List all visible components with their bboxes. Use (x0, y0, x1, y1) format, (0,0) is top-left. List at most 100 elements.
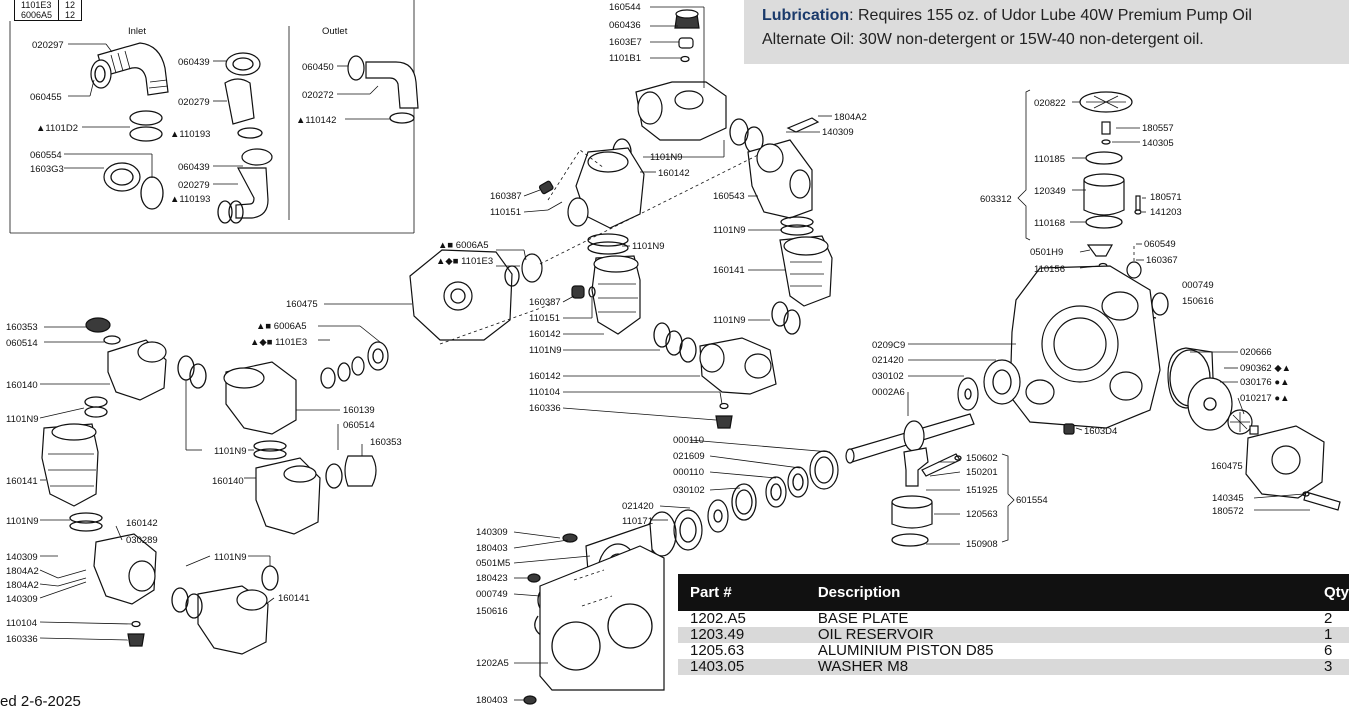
callout: 060439 (178, 57, 210, 68)
inlet-hose-1 (224, 78, 255, 125)
callout: 160353 (6, 322, 38, 333)
inlet-nut (90, 59, 112, 89)
callout: 021420 (622, 501, 654, 512)
callout: 160141 (713, 265, 745, 276)
callout: 021420 (872, 355, 904, 366)
callout: 060514 (6, 338, 38, 349)
callout: 160141 (6, 476, 38, 487)
header-description: Description (805, 574, 1312, 611)
callout: 030102 (673, 485, 705, 496)
top-manifold-assembly: 160544 060436 1603E7 1101B1 1804A2 14030… (250, 2, 867, 429)
callout: 110104 (6, 618, 37, 629)
callout: 030102 (872, 371, 904, 382)
callout: 150908 (966, 539, 998, 550)
callout: 1101N9 (214, 552, 247, 563)
base-plate (539, 545, 665, 691)
callout: 1804A2 (834, 112, 867, 123)
callout: 060436 (609, 20, 641, 31)
callout: 160336 (6, 634, 38, 645)
cell-description: BASE PLATE (805, 611, 1312, 627)
callout: 030176 ●▲ (1240, 377, 1289, 388)
callout: 021609 (673, 451, 705, 462)
table-header-row: Part # Description Qty (678, 574, 1349, 611)
callout: 150616 (1182, 296, 1214, 307)
callout: 1603E7 (609, 37, 642, 48)
lubrication-label: Lubrication (762, 7, 850, 24)
callout: 110151 (529, 313, 560, 324)
cell-part-number: 1203.49 (678, 627, 806, 643)
callout: 603312 (980, 194, 1012, 205)
callout: 060455 (30, 92, 62, 103)
callout: 1101N9 (713, 225, 746, 236)
connecting-rod (903, 447, 929, 487)
callout: 0501H9 (1030, 247, 1063, 258)
callout: 000749 (476, 589, 508, 600)
cell-qty: 2 (1311, 611, 1349, 627)
callout: 0002A6 (872, 387, 905, 398)
callout: 1101N9 (529, 345, 562, 356)
callout: 110151 (490, 207, 521, 218)
table-row: 1203.49 OIL RESERVOIR 1 (678, 627, 1349, 643)
callout: 160387 (490, 191, 522, 202)
callout: 160353 (370, 437, 402, 448)
callout: 110104 (529, 387, 560, 398)
inlet-outlet-inset: Inlet Outlet (9, 0, 419, 234)
callout: 140309 (6, 594, 38, 605)
cell-qty: 3 (1311, 659, 1349, 675)
callout: ▲110193 (170, 194, 210, 205)
inlet-cap (103, 162, 141, 192)
kit-qty: 12 (65, 0, 76, 10)
header-part-number: Part # (678, 574, 806, 611)
callout: 0209C9 (872, 340, 905, 351)
bolt-180572 (1303, 491, 1341, 511)
callout: 060549 (1144, 239, 1176, 250)
callout: 140309 (476, 527, 508, 538)
lubrication-text: : Requires 155 oz. of Udor Lube 40W Prem… (849, 7, 1252, 24)
callout: 020297 (32, 40, 64, 51)
callout: 140309 (6, 552, 38, 563)
callout: 0501M5 (476, 558, 510, 569)
cell-description: WASHER M8 (805, 659, 1312, 675)
callout: 1101N9 (650, 152, 683, 163)
kit-part: 1101E3 (14, 0, 60, 10)
table-row: 1101E3 12 (14, 0, 82, 10)
callout: 1101N9 (6, 414, 39, 425)
callout: 000110 (673, 435, 704, 446)
inlet-nut-3 (241, 148, 273, 166)
callout: 060514 (343, 420, 375, 431)
callout: 180571 (1150, 192, 1182, 203)
callout: 160336 (529, 403, 561, 414)
callout: 180403 (476, 695, 508, 706)
table-row: 1403.05 WASHER M8 3 (678, 659, 1349, 675)
callout: 160544 (609, 2, 641, 13)
callout: 060450 (302, 62, 334, 73)
callout: 120349 (1034, 186, 1066, 197)
callout: ▲◆■ 1101E3 (436, 256, 493, 267)
callout: 160475 (286, 299, 318, 310)
callout: ▲■ 6006A5 (438, 240, 489, 251)
callout: 090362 ◆▲ (1240, 363, 1291, 374)
callout: 160142 (126, 518, 158, 529)
callout: 160142 (529, 371, 561, 382)
cell-description: OIL RESERVOIR (805, 627, 1312, 643)
kit-quantity-table: 1101E3 12 6006A5 12 (14, 0, 83, 21)
callout: 180423 (476, 573, 508, 584)
revision-date: ed 2-6-2025 (0, 693, 81, 710)
left-manifold-assembly: 160353 060514 160140 1101N9 160141 1101N… (6, 317, 402, 655)
lubrication-line: Lubrication: Requires 155 oz. of Udor Lu… (762, 6, 1252, 26)
lubrication-banner (744, 0, 1349, 64)
callout: ▲◆■ 1101E3 (250, 337, 307, 348)
cell-part-number: 1205.63 (678, 643, 806, 659)
outlet-elbow (365, 61, 419, 109)
callout: 020822 (1034, 98, 1066, 109)
outlet-label: Outlet (322, 26, 348, 37)
callout: 1101N9 (214, 446, 247, 457)
callout: 020279 (178, 97, 210, 108)
callout: 110171 (622, 516, 653, 527)
callout: 010217 ●▲ (1240, 393, 1289, 404)
crankcase-assembly: 020822 180557 140305 110185 120349 60331… (476, 89, 1341, 706)
callout: ▲1101D2 (36, 123, 78, 134)
callout: 020666 (1240, 347, 1272, 358)
callout: 160139 (343, 405, 375, 416)
